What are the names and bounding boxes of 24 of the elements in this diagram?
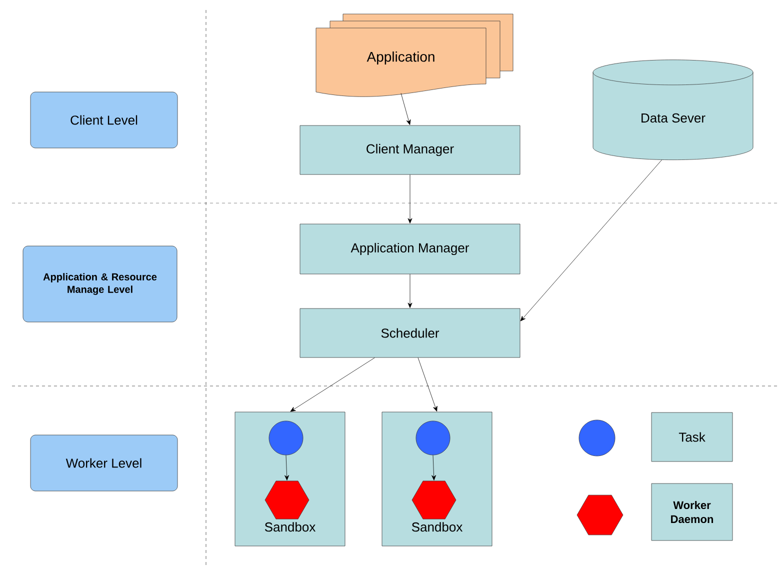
arrow (400, 93, 411, 125)
arrow (520, 160, 662, 322)
process-box: Scheduler (300, 308, 520, 358)
process-box: Application Manager (300, 224, 520, 274)
database-cylinder: Data Sever (592, 60, 754, 160)
level-box: Application & Resource Manage Level (22, 246, 178, 322)
arrow (284, 455, 290, 480)
process-box: Client Manager (300, 125, 520, 175)
arrow (290, 358, 375, 412)
worker-hexagon (576, 494, 624, 536)
arrow (432, 455, 436, 480)
arrow (408, 174, 412, 224)
arrow (418, 358, 438, 412)
document-stack: Application (316, 14, 514, 97)
legend-box: Task (651, 412, 733, 462)
legend-box: Worker Daemon (651, 483, 733, 541)
task-circle (416, 420, 450, 456)
arrow (408, 274, 412, 308)
level-box: Client Level (30, 92, 178, 148)
worker-hexagon (412, 480, 456, 520)
worker-hexagon (264, 480, 310, 520)
task-circle (578, 420, 616, 456)
level-box: Worker Level (30, 434, 178, 492)
task-circle (268, 420, 304, 456)
